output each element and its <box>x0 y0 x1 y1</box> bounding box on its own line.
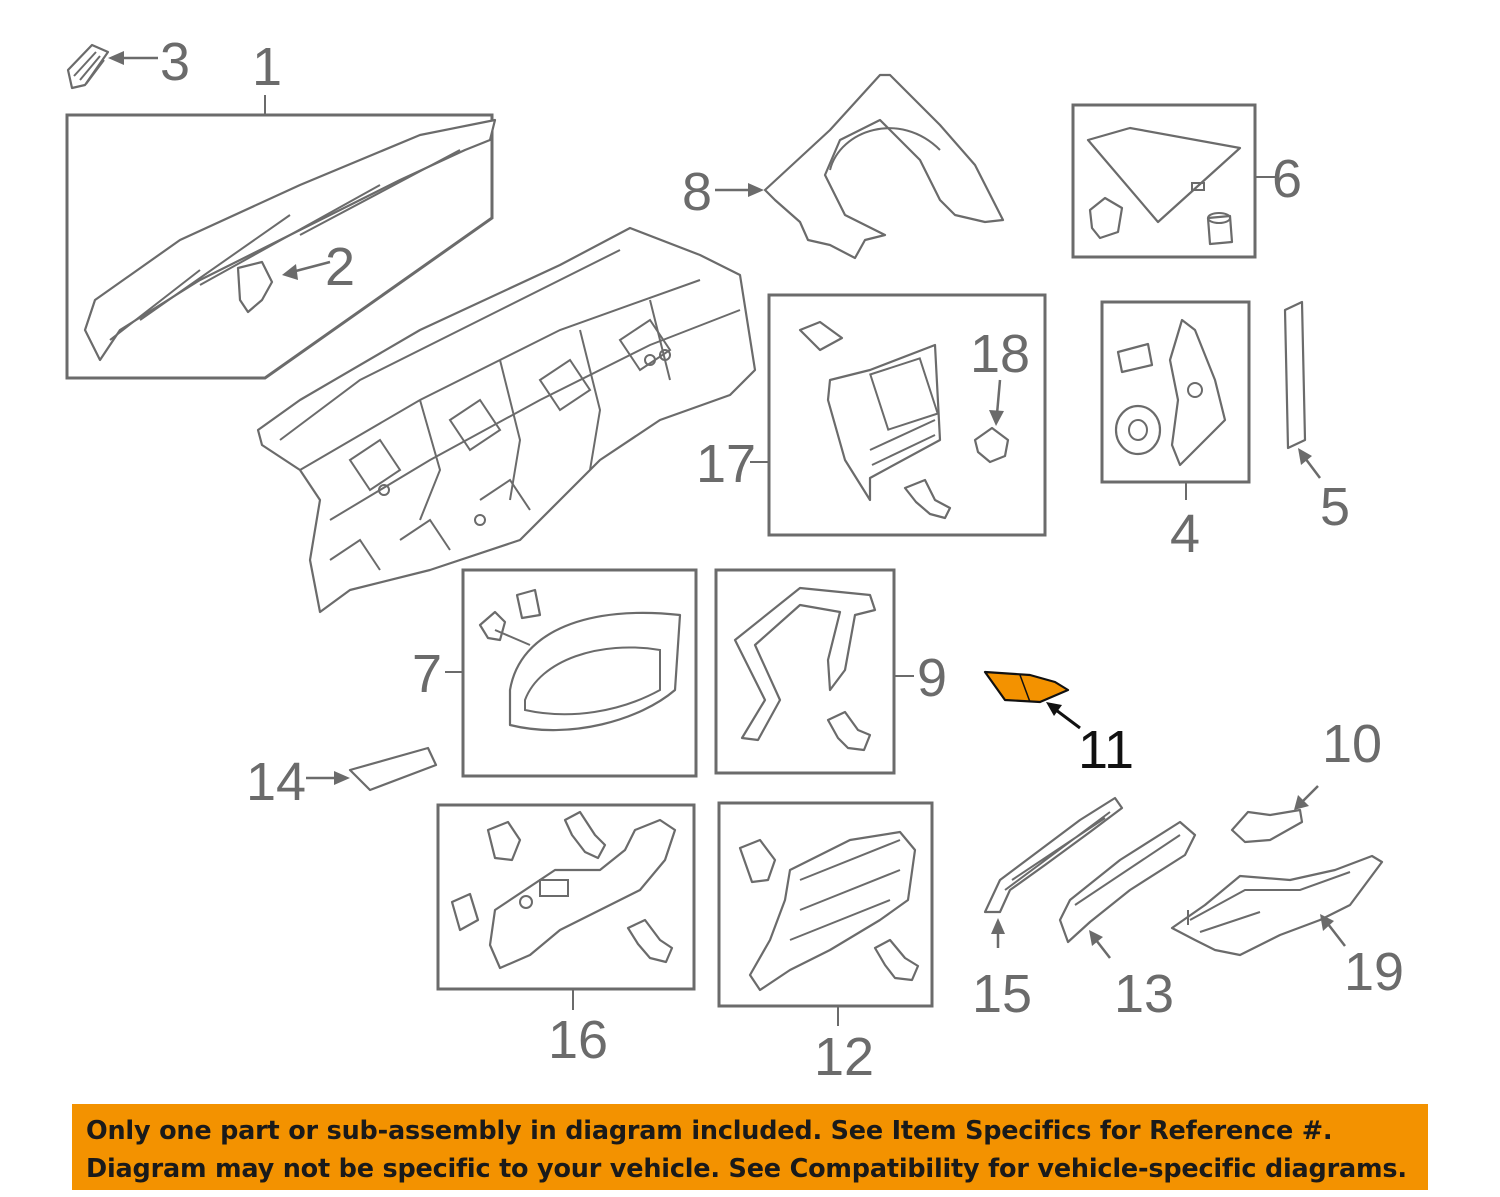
part-19-group: 19 <box>1170 854 1404 1002</box>
callout-11: 11 <box>1078 720 1134 780</box>
callout-18: 18 <box>970 324 1030 384</box>
part-5-shape[interactable] <box>1283 300 1307 450</box>
notice-line-1: Only one part or sub-assembly in diagram… <box>86 1116 1333 1146</box>
part-7-group: 7 <box>412 568 698 778</box>
callout-12: 12 <box>814 1027 874 1087</box>
callout-17: 17 <box>696 434 756 494</box>
part-3-group: 3 <box>66 32 190 92</box>
callout-15: 15 <box>972 964 1032 1024</box>
callout-19: 19 <box>1344 942 1404 1002</box>
part-8-group: 8 <box>682 73 1005 260</box>
part-19-shape[interactable] <box>1170 854 1384 957</box>
part-1-box <box>65 113 494 380</box>
instrument-panel-frame <box>256 226 757 614</box>
part-2-shape[interactable] <box>236 260 274 314</box>
part-11-shape[interactable] <box>983 670 1070 704</box>
notice-banner: Only one part or sub-assembly in diagram… <box>72 1104 1428 1190</box>
part-13-group: 13 <box>1058 820 1197 1024</box>
part-17-box[interactable] <box>767 293 1047 537</box>
callout-16: 16 <box>548 1010 608 1070</box>
part-17-shape[interactable] <box>826 343 942 502</box>
part-9-shape[interactable] <box>733 586 877 742</box>
part-2-group: 2 <box>236 237 355 314</box>
part-17-group: 17 <box>696 293 1047 537</box>
part-4-group: 4 <box>1100 300 1251 564</box>
part-14-shape[interactable] <box>348 746 438 792</box>
part-6-group: 6 <box>1071 103 1302 259</box>
callout-5: 5 <box>1320 477 1350 537</box>
part-18-group: 18 <box>970 324 1030 464</box>
callout-3: 3 <box>160 32 190 92</box>
part-10-shape[interactable] <box>1230 808 1304 844</box>
part-16-shape[interactable] <box>488 818 677 970</box>
part-4-box <box>1100 300 1251 484</box>
callout-4: 4 <box>1170 504 1200 564</box>
part-12-box <box>717 801 934 1008</box>
callout-10: 10 <box>1322 714 1382 774</box>
callout-1: 1 <box>252 37 282 97</box>
part-14-group: 14 <box>246 746 438 812</box>
part-12-shape[interactable] <box>748 830 917 992</box>
part-13-shape[interactable] <box>1058 820 1197 944</box>
part-6-box <box>1071 103 1257 259</box>
part-5-group: 5 <box>1283 300 1350 537</box>
callout-9: 9 <box>917 648 947 708</box>
callout-8: 8 <box>682 162 712 222</box>
part-6-shape[interactable] <box>1086 126 1242 224</box>
callout-2: 2 <box>325 237 355 297</box>
part-12-group: 12 <box>717 801 934 1087</box>
callout-7: 7 <box>412 644 442 704</box>
callout-6: 6 <box>1272 149 1302 209</box>
part-4-shape[interactable] <box>1168 318 1227 467</box>
part-11-group: 11 <box>983 670 1134 780</box>
part-10-group: 10 <box>1230 714 1382 844</box>
notice-line-2: Diagram may not be specific to your vehi… <box>86 1154 1407 1184</box>
part-15-group: 15 <box>972 796 1124 1024</box>
part-9-group: 9 <box>714 568 947 775</box>
part-1-group: 1 <box>65 37 497 380</box>
part-18-shape[interactable] <box>973 426 1010 464</box>
callout-14: 14 <box>246 752 306 812</box>
part-16-box <box>436 803 696 991</box>
part-8-shape[interactable] <box>763 73 1005 260</box>
part-16-group: 16 <box>436 803 696 1070</box>
part-1-shape[interactable] <box>83 118 497 362</box>
part-9-box <box>714 568 896 775</box>
callout-13: 13 <box>1114 964 1174 1024</box>
